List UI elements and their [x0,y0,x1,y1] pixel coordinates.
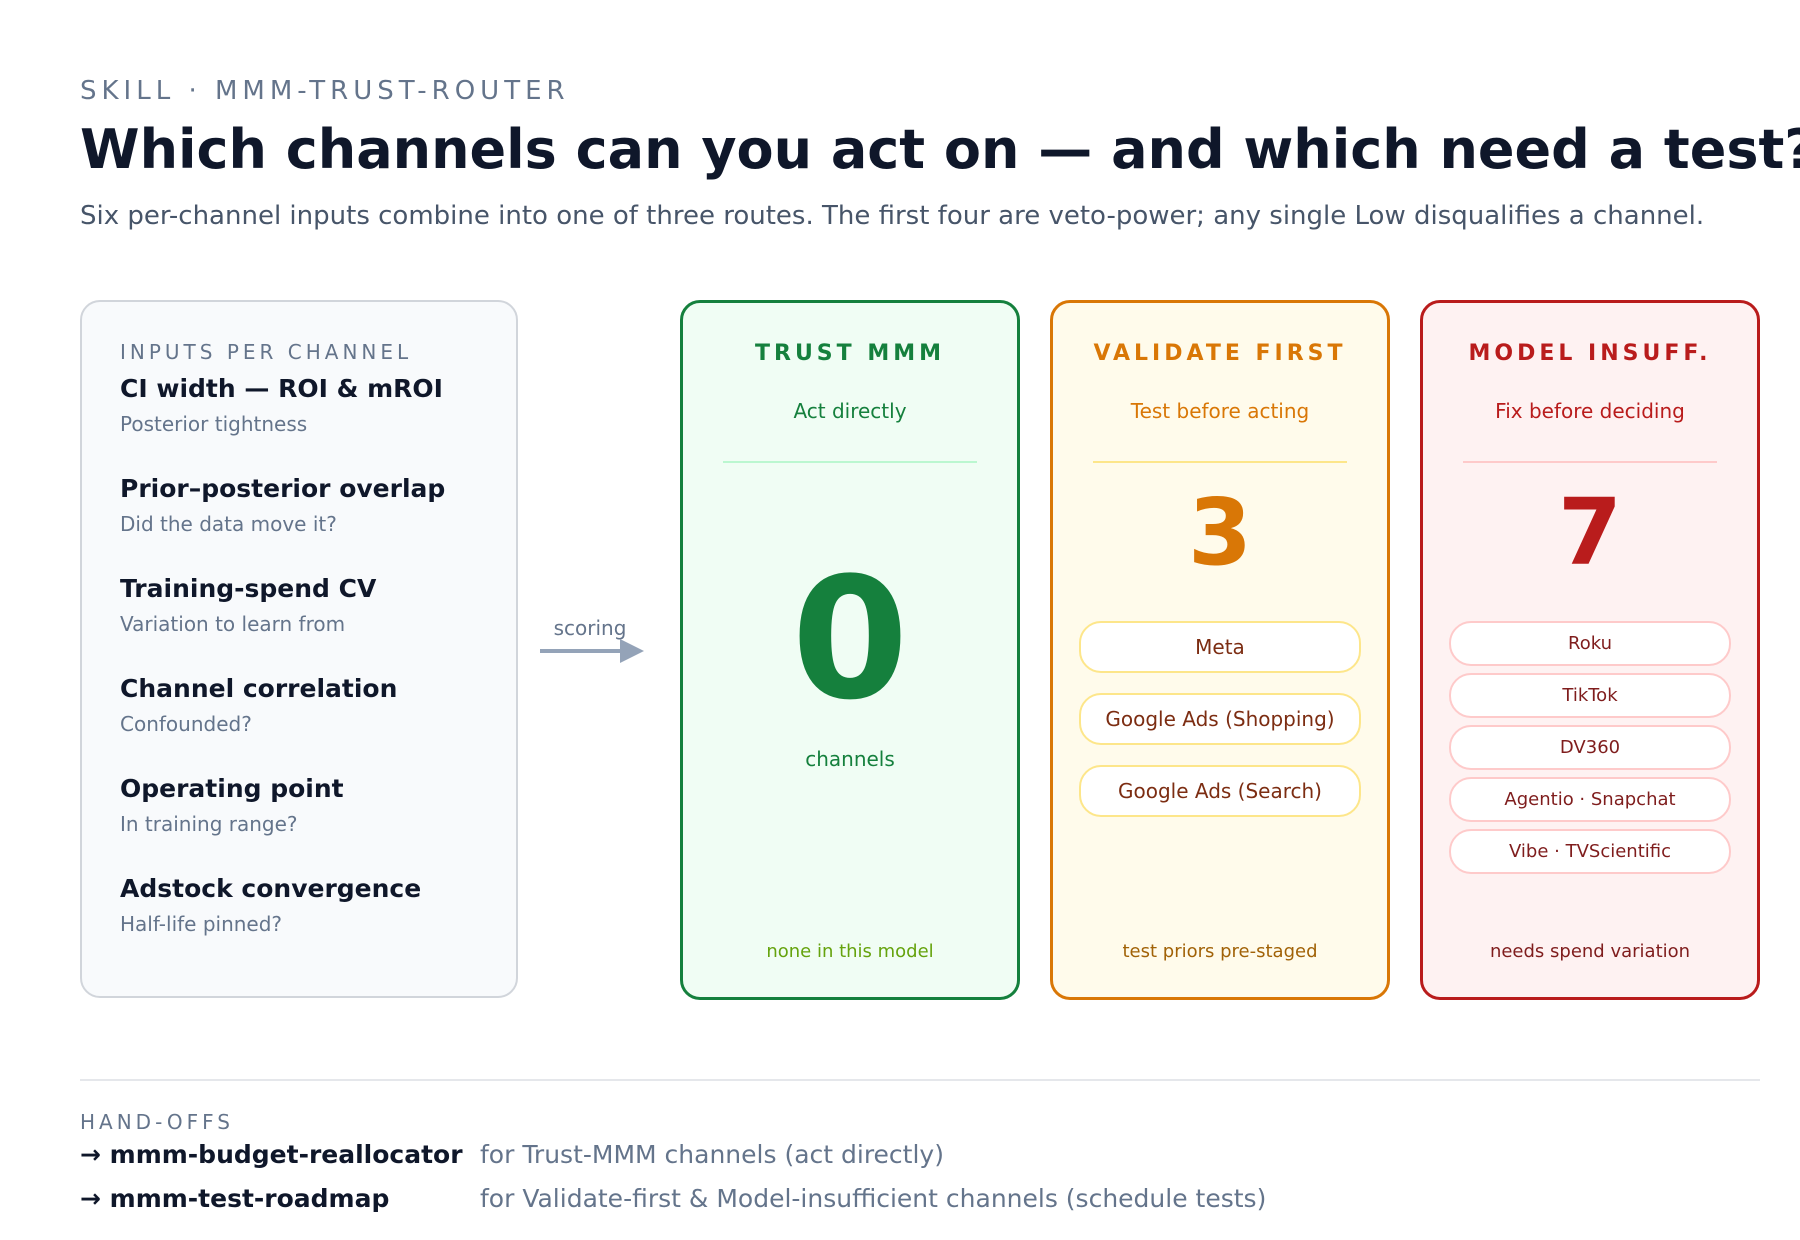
scoring-label: scoring [553,616,627,640]
route-tagline: Fix before deciding [1495,399,1685,423]
section-divider [80,1079,1760,1081]
route-count: 0 [791,541,909,737]
input-desc: Variation to learn from [120,612,346,636]
route-card-trust-mmm: TRUST MMM Act directly 0 channels none i… [680,300,1020,1000]
input-desc: Did the data move it? [120,512,337,536]
route-footnote: test priors pre-staged [1122,941,1318,962]
input-adstock-convergence: Adstock convergence Half-life pinned? [120,874,421,936]
input-name: Adstock convergence [120,874,422,903]
input-training-spend-cv: Training-spend CV Variation to learn fro… [120,574,376,636]
input-name: Training-spend CV [120,574,377,603]
route-card-model-insufficient: MODEL INSUFF. Fix before deciding 7 Roku… [1420,300,1760,1000]
handoff-purpose: for Validate-first & Model-insufficient … [480,1184,1267,1213]
channel-pill: Roku [1449,621,1731,666]
channel-list: Meta Google Ads (Shopping) Google Ads (S… [1079,621,1361,837]
channel-pill: Meta [1079,621,1361,673]
channel-pill: DV360 [1449,725,1731,770]
channel-pill: TikTok [1449,673,1731,718]
channel-pill: Agentio · Snapchat [1449,777,1731,822]
channel-pill: Google Ads (Shopping) [1079,693,1361,745]
route-card-validate-first: VALIDATE FIRST Test before acting 3 Meta… [1050,300,1390,1000]
route-divider [1463,461,1717,463]
channel-pill: Google Ads (Search) [1079,765,1361,817]
handoff-target: → mmm-test-roadmap [80,1184,390,1213]
input-name: CI width — ROI & mROI [120,374,443,403]
skill-eyebrow: SKILL · MMM-TRUST-ROUTER [80,76,570,106]
page-subtitle: Six per-channel inputs combine into one … [80,201,1705,231]
route-tagline: Test before acting [1130,399,1310,423]
route-label: MODEL INSUFF. [1468,341,1712,366]
input-desc: Posterior tightness [120,412,308,436]
input-channel-correlation: Channel correlation Confounded? [120,674,397,736]
route-count: 3 [1187,479,1252,586]
input-desc: Confounded? [120,712,252,736]
input-ci-width: CI width — ROI & mROI Posterior tightnes… [120,374,443,436]
route-tagline: Act directly [793,399,907,423]
route-label: TRUST MMM [755,341,945,366]
input-name: Prior–posterior overlap [120,474,446,503]
input-desc: Half-life pinned? [120,912,283,936]
route-footnote: none in this model [766,941,934,962]
inputs-panel: INPUTS PER CHANNEL CI width — ROI & mROI… [80,300,518,998]
input-name: Operating point [120,774,344,803]
handoff-target: → mmm-budget-reallocator [80,1140,463,1169]
input-operating-point: Operating point In training range? [120,774,344,836]
page-title: Which channels can you act on — and whic… [80,118,1800,181]
input-name: Channel correlation [120,674,398,703]
channel-pill: Vibe · TVScientific [1449,829,1731,874]
handoffs-heading: HAND-OFFS [80,1110,234,1134]
route-divider [1093,461,1347,463]
arrow-right-icon [540,639,644,663]
route-label: VALIDATE FIRST [1093,341,1347,366]
route-count-unit: channels [805,747,895,771]
route-divider [723,461,977,463]
route-count: 7 [1557,479,1622,586]
input-desc: In training range? [120,812,298,836]
input-prior-posterior-overlap: Prior–posterior overlap Did the data mov… [120,474,445,536]
channel-list: Roku TikTok DV360 Agentio · Snapchat Vib… [1449,621,1731,881]
inputs-heading: INPUTS PER CHANNEL [120,340,413,364]
route-footnote: needs spend variation [1489,941,1691,962]
arrow-head [620,639,644,663]
handoff-purpose: for Trust-MMM channels (act directly) [480,1140,944,1169]
